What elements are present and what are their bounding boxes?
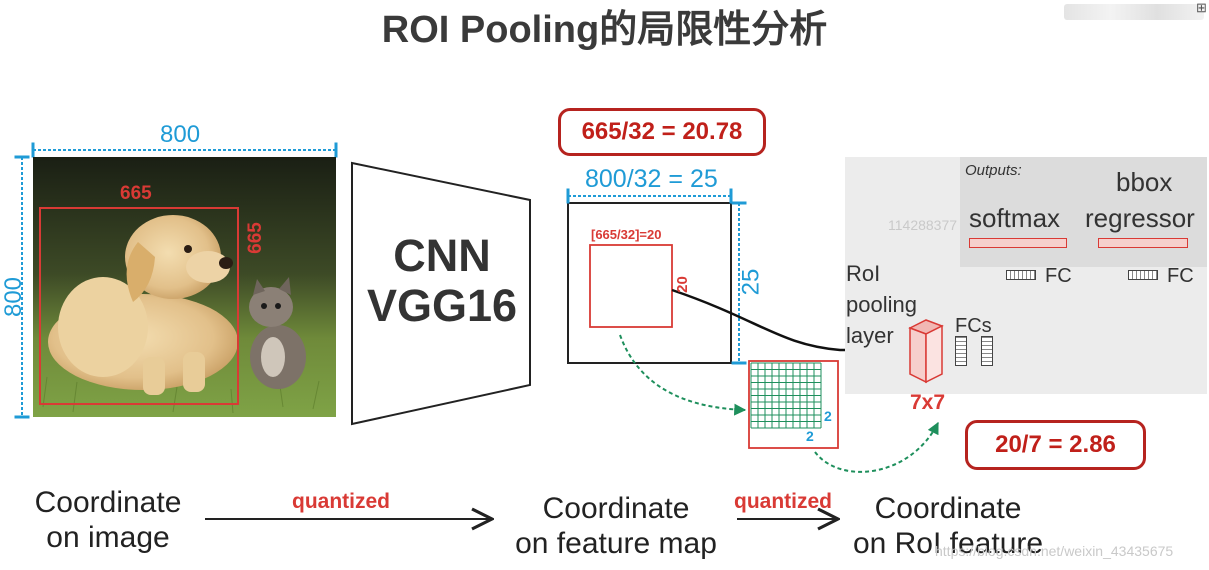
input-image — [33, 157, 336, 417]
callout-top: 665/32 = 20.78 — [558, 108, 766, 156]
outputs-panel — [960, 157, 1207, 267]
feature-map-width-label: 800/32 = 25 — [585, 165, 718, 193]
fcs-block-1 — [955, 336, 967, 366]
page-title: ROI Pooling的局限性分析 — [381, 9, 828, 51]
coordinate-on-feature-map-label: Coordinate on feature map — [498, 491, 734, 561]
fcs-block-2 — [981, 336, 993, 366]
cnn-line1: CNN — [393, 230, 491, 281]
coord-fmap-line2: on feature map — [515, 527, 717, 560]
roi-layer-line3: layer — [846, 323, 894, 348]
bbox-fc-block — [1128, 270, 1158, 280]
cnn-label: CNN VGG16 — [352, 231, 532, 331]
feature-map-roi-side-label: 20 — [673, 276, 691, 293]
bbox-output-bar — [1098, 238, 1188, 248]
roi-layer-line2: pooling — [846, 292, 917, 317]
roi-width-label: 665 — [120, 183, 152, 204]
image-width-label: 800 — [160, 121, 201, 148]
coordinate-on-roi-feature-label: Coordinate on RoI feature — [838, 491, 1058, 561]
roi-pooled-cube — [908, 319, 944, 384]
bbox-fc-label: FC — [1167, 265, 1194, 287]
coord-fmap-line1: Coordinate — [542, 492, 690, 525]
coord-image-line1: Coordinate — [34, 486, 182, 519]
blurred-header-text — [1064, 4, 1204, 20]
outputs-label: Outputs: — [965, 162, 1022, 179]
bbox-label: bbox — [1116, 167, 1173, 197]
fcs-label: FCs — [955, 315, 992, 337]
pool-size-label: 7x7 — [910, 391, 946, 414]
watermark-url: https://blog.csdn.net/weixin_43435675 — [935, 543, 1174, 559]
roi-layer-line1: RoI — [846, 261, 881, 286]
watermark-id: 114288377 — [888, 217, 958, 233]
puppy-kitten-image — [33, 157, 336, 417]
feature-map-roi-box — [589, 244, 673, 328]
image-roi-box — [39, 207, 239, 405]
feature-map-roi-label: [665/32]=20 — [591, 227, 662, 242]
softmax-label: softmax — [969, 203, 1061, 233]
coord-roi-line2: on RoI feature — [852, 527, 1044, 560]
softmax-fc-label: FC — [1045, 265, 1072, 287]
grid-cell-label-h: 2 — [806, 428, 814, 444]
roi-to-pooling-curve — [671, 288, 914, 352]
regressor-label: regressor — [1085, 203, 1195, 233]
coord-image-line2: on image — [46, 521, 170, 554]
quantized-label-1: quantized — [292, 490, 390, 513]
quantized-label-2: quantized — [734, 490, 832, 513]
feature-map-height-label: 25 — [737, 268, 765, 296]
roi-pooling-layer-label: RoI pooling layer — [846, 258, 917, 351]
coordinate-on-image-label: Coordinate on image — [18, 485, 198, 555]
green-curve-2 — [814, 421, 939, 473]
pooling-grid — [748, 360, 839, 449]
cnn-trapezoid — [351, 161, 531, 426]
softmax-output-bar — [969, 238, 1067, 248]
corner-glyph: ⊞ — [1196, 0, 1207, 15]
coord-roi-line1: Coordinate — [874, 492, 1022, 525]
grid-cell-label-v: 2 — [824, 408, 832, 424]
image-height-label: 800 — [0, 276, 28, 318]
callout-bottom: 20/7 = 2.86 — [965, 420, 1146, 470]
feature-map-box — [567, 202, 732, 364]
roi-height-label: 665 — [244, 222, 266, 254]
softmax-fc-block — [1006, 270, 1036, 280]
cnn-line2: VGG16 — [366, 280, 518, 331]
green-curve-1 — [619, 334, 747, 416]
